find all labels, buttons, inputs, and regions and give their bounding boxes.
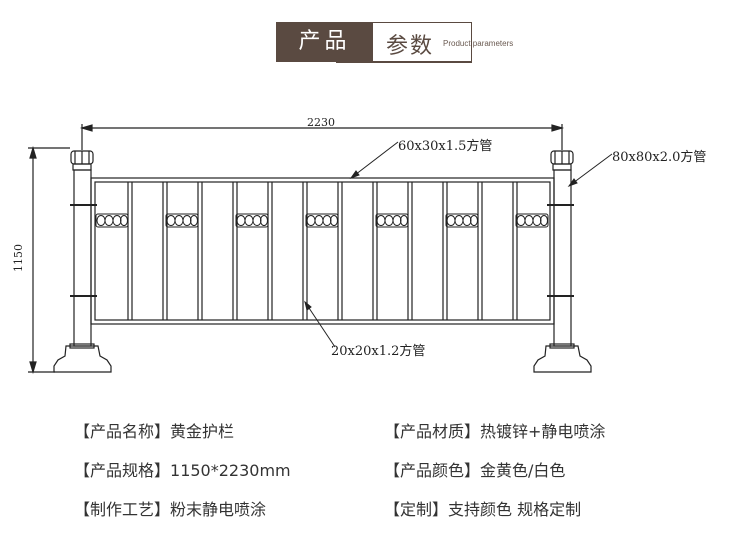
- spec-item-material: 【产品材质】热镀锌+静电喷涂: [384, 418, 605, 442]
- decorative-ornaments: [95, 213, 549, 228]
- spec-item-custom: 【定制】支持颜色 规格定制: [384, 496, 581, 520]
- railing-frame: [90, 177, 555, 325]
- height-dimension: [28, 145, 70, 375]
- header-underline: [336, 62, 472, 63]
- spec-item-size: 【产品规格】1150*2230mm: [74, 457, 291, 481]
- spec-label: 【产品规格】: [74, 461, 171, 480]
- callout-top-rail: 60x30x1.5方管: [398, 138, 492, 154]
- header-title-right: 参数: [386, 34, 435, 59]
- spec-value: 金黄色/白色: [480, 461, 566, 480]
- callout-bar: 20x20x1.2方管: [331, 343, 425, 359]
- spec-value: 支持颜色 规格定制: [448, 500, 582, 519]
- header-frame: [373, 22, 472, 62]
- spec-label: 【制作工艺】: [74, 500, 171, 519]
- right-post: [533, 150, 592, 373]
- vertical-bars: [127, 182, 518, 320]
- left-post: [53, 150, 112, 373]
- section-header: 产品: [276, 22, 472, 64]
- spec-label: 【定制】: [384, 500, 449, 519]
- spec-label: 【产品名称】: [74, 422, 171, 441]
- spec-value: 黄金护栏: [170, 422, 235, 441]
- spec-value: 粉末静电喷涂: [170, 500, 267, 519]
- spec-item-name: 【产品名称】黄金护栏: [74, 418, 234, 442]
- spec-value: 热镀锌+静电喷涂: [480, 422, 606, 441]
- leader-lines: [304, 141, 613, 348]
- spec-item-process: 【制作工艺】粉末静电喷涂: [74, 496, 266, 520]
- width-label: 2230: [307, 116, 335, 129]
- header-title-left: 产品: [276, 22, 373, 62]
- spec-label: 【产品材质】: [384, 422, 481, 441]
- callout-post: 80x80x2.0方管: [612, 149, 706, 165]
- spec-label: 【产品颜色】: [384, 461, 481, 480]
- header-subtitle: Product parameters: [443, 39, 514, 48]
- spec-value: 1150*2230mm: [170, 461, 291, 480]
- width-dimension: [79, 124, 565, 150]
- spec-item-color: 【产品颜色】金黄色/白色: [384, 457, 565, 481]
- height-label: 1150: [12, 244, 25, 272]
